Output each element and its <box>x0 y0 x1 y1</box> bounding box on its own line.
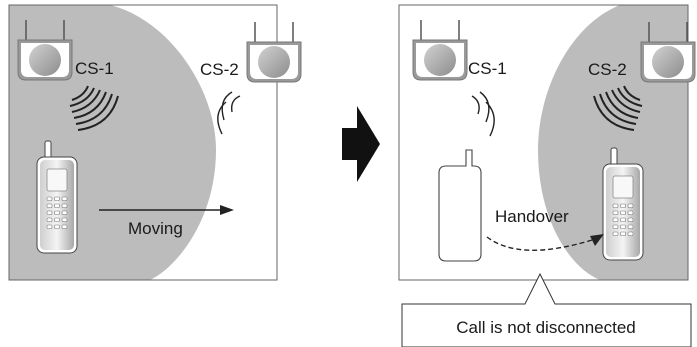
left-panel: CS-1 CS-2 Moving <box>8 4 302 281</box>
cs2-signal-waves-icon <box>593 85 643 131</box>
right-panel: CS-1 CS-2 Handover <box>398 4 696 281</box>
handover-arrow <box>486 234 604 251</box>
callout-text: Call is not disconnected <box>456 318 636 337</box>
handover-label: Handover <box>495 207 569 226</box>
cs1-label: CS-1 <box>468 59 507 78</box>
cs2-signal-waves-icon <box>217 91 241 135</box>
moving-label: Moving <box>128 219 183 238</box>
cs1-signal-waves-icon <box>471 91 495 137</box>
cs1-signal-waves-icon <box>69 85 119 131</box>
moving-arrow <box>99 205 234 215</box>
handset-icon <box>602 147 644 261</box>
cs1-label: CS-1 <box>75 59 114 78</box>
cs2-label: CS-2 <box>588 60 627 79</box>
callout-box: Call is not disconnected <box>401 272 692 347</box>
right-arrow-icon <box>342 106 380 182</box>
cs2-label: CS-2 <box>200 60 239 79</box>
previous-handset-outline <box>438 149 482 262</box>
handset-icon <box>36 140 78 254</box>
